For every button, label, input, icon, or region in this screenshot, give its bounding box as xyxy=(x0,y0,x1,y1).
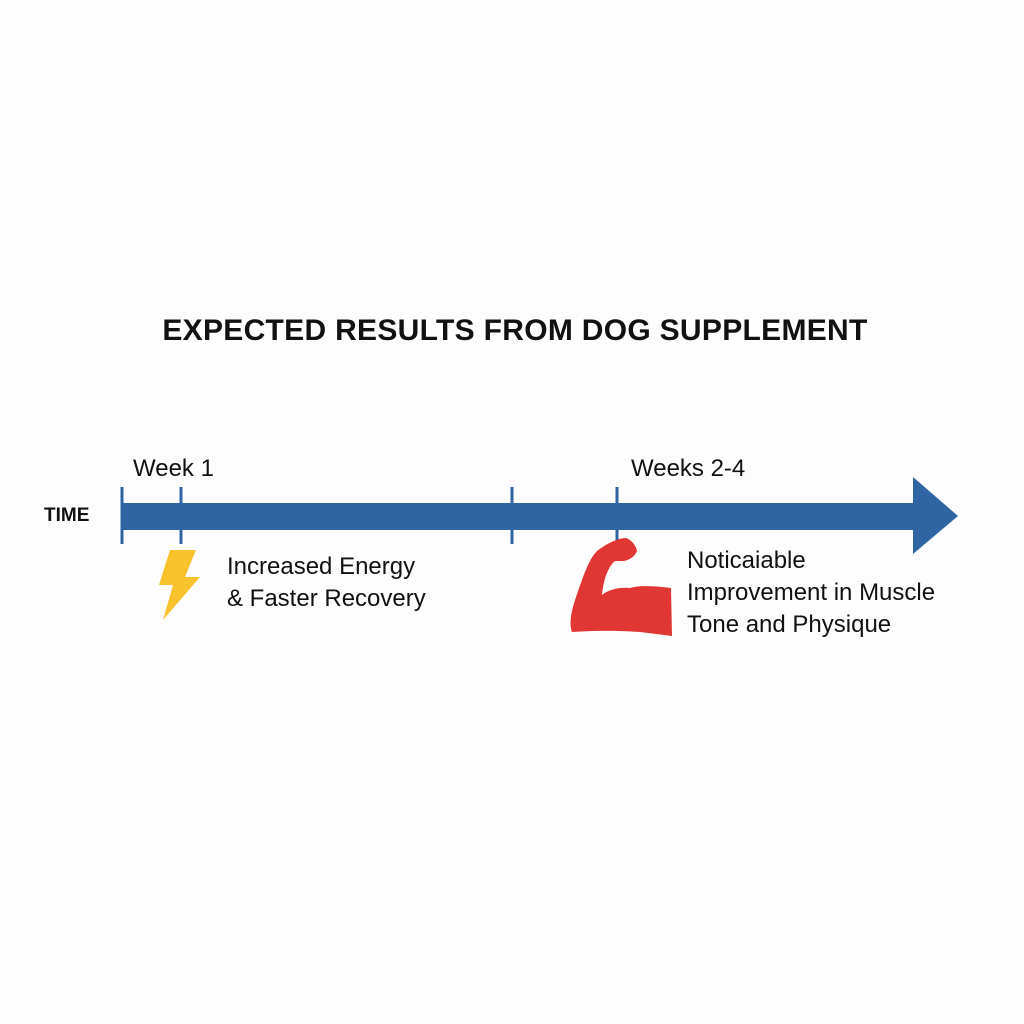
milestone-description-weeks-2-4: Noticaiable Improvement in Muscle Tone a… xyxy=(687,545,935,641)
flexed-bicep-icon xyxy=(570,538,672,636)
axis-label-time: TIME xyxy=(44,505,90,526)
timeline-arrow xyxy=(121,477,958,554)
description-line: Increased Energy xyxy=(227,553,416,580)
tick-marks xyxy=(120,487,619,544)
lightning-bolt-icon xyxy=(159,550,200,620)
description-line: Tone and Physique xyxy=(687,611,892,638)
diagram-title: EXPECTED RESULTS FROM DOG SUPPLEMENT xyxy=(162,314,868,347)
description-line: Noticaiable xyxy=(687,547,806,574)
milestone-label-week-1: Week 1 xyxy=(133,455,214,482)
milestone-label-weeks-2-4: Weeks 2-4 xyxy=(631,455,746,482)
milestone-description-week-1: Increased Energy & Faster Recovery xyxy=(227,551,426,615)
description-line: Improvement in Muscle xyxy=(687,579,936,606)
description-line: & Faster Recovery xyxy=(227,585,426,612)
